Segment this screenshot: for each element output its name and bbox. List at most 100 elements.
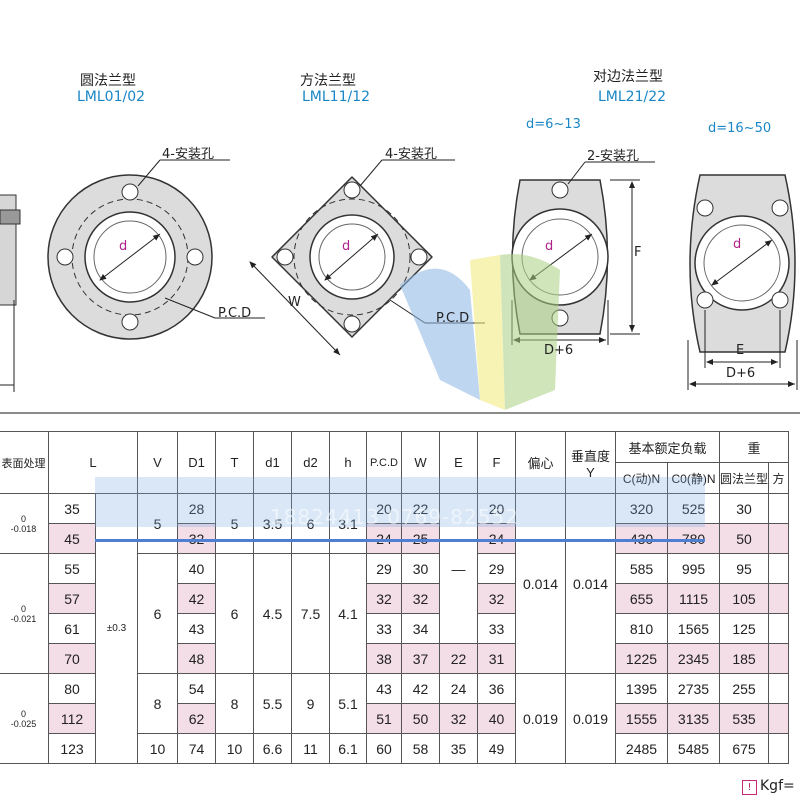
- cell-C0: 2345: [667, 643, 720, 674]
- cell-E: 35: [439, 733, 478, 764]
- opposite-flange-e-label: E: [736, 343, 745, 358]
- unit-text: Kgf=: [760, 778, 795, 794]
- cell-square-wt: [768, 553, 790, 584]
- cell-pcd: 51: [366, 703, 402, 734]
- cell-C: 585: [615, 553, 668, 584]
- cell-d2: 9: [291, 673, 330, 734]
- cell-d1: 5.5: [253, 673, 292, 734]
- cell-pcd: 60: [366, 733, 402, 764]
- header-V: V: [137, 431, 178, 494]
- cell-C0: 5485: [667, 733, 720, 764]
- cell-D1: 43: [177, 613, 216, 644]
- cell-pcd: 32: [366, 583, 402, 614]
- cell-square-wt: [768, 703, 790, 734]
- cell-T: 8: [215, 673, 254, 734]
- header-perp-line2: Y: [586, 464, 595, 480]
- header-h: h: [329, 431, 367, 494]
- cell-d1: 6.6: [253, 733, 292, 764]
- cell-W: 25: [401, 523, 440, 554]
- cell-T: 6: [215, 553, 254, 674]
- cell-pcd: 29: [366, 553, 402, 584]
- cell-E: 32: [439, 703, 478, 734]
- cell-h: 5.1: [329, 673, 367, 734]
- cell-round-wt: 185: [718, 643, 770, 674]
- cell-square-wt: [768, 493, 790, 524]
- cell-C: 320: [615, 493, 668, 524]
- cell-W: 34: [401, 613, 440, 644]
- cell-L: 61: [48, 613, 96, 644]
- cell-d1: 4.5: [253, 553, 292, 674]
- cell-d2: 11: [291, 733, 330, 764]
- section-divider: [0, 412, 800, 414]
- table-row: 0-0.021 55 6 40 6 4.5 7.5 4.1 29 30 29 5…: [0, 553, 790, 674]
- cell-C0: 995: [667, 553, 720, 584]
- tol-1-upper: 0: [20, 513, 26, 524]
- cell-V: 6: [137, 553, 178, 674]
- cell-V: 8: [137, 673, 178, 734]
- cell-ecc: 0.019: [515, 673, 566, 764]
- square-flange-pcd-label: P.C.D: [436, 311, 470, 326]
- cell-C0: 3135: [667, 703, 720, 734]
- table-row: 61 43 33 34 33 810 1565 125: [0, 613, 790, 644]
- cell-W: 50: [401, 703, 440, 734]
- watermark-line: [95, 539, 705, 542]
- cell-F: 32: [477, 583, 516, 614]
- tol-3-lower: -0.025: [10, 718, 37, 729]
- cell-V: 10: [137, 733, 178, 764]
- header-T: T: [215, 431, 254, 494]
- round-flange-pcd-label: P.C.D: [218, 306, 252, 321]
- header-d1: d1: [253, 431, 292, 494]
- table-row: 45 32 24 25 24 430 780 50: [0, 523, 790, 554]
- cell-E: 24: [439, 673, 478, 704]
- header-eccentricity: 偏心: [515, 431, 566, 494]
- cell-C: 1225: [615, 643, 668, 674]
- header-D1: D1: [177, 431, 216, 494]
- cell-h: 4.1: [329, 553, 367, 674]
- cell-E: 22: [439, 643, 478, 674]
- cell-L: 35: [48, 493, 96, 524]
- opposite-flange-type-label: 对边法兰型: [593, 69, 663, 85]
- cell-square-wt: [768, 733, 790, 764]
- round-flange-model-label: LML01/02: [77, 89, 146, 105]
- cell-F: 33: [477, 613, 516, 644]
- cell-C0: 2735: [667, 673, 720, 704]
- cell-F: 31: [477, 643, 516, 674]
- cell-square-wt: [768, 583, 790, 614]
- cell-pcd: 38: [366, 643, 402, 674]
- round-flange-drawing: [47, 159, 265, 340]
- header-pcd: P.C.D: [366, 431, 402, 494]
- tolerance-cell-3: 0-0.025: [0, 673, 49, 764]
- cell-round-wt: 95: [718, 553, 770, 584]
- cell-W: 30: [401, 553, 440, 584]
- table-header-row-1: 表面处理 L V D1 T d1 d2 h P.C.D W E F 偏心 垂直度…: [0, 431, 790, 494]
- cell-D1: 48: [177, 643, 216, 674]
- header-c0-static: C0(静)N: [667, 462, 720, 494]
- cell-round-wt: 255: [718, 673, 770, 704]
- cell-T: 5: [215, 493, 254, 554]
- cell-D1: 40: [177, 553, 216, 584]
- cell-L: 55: [48, 553, 96, 584]
- cell-W: 22: [401, 493, 440, 524]
- cell-C: 1395: [615, 673, 668, 704]
- cell-F: 29: [477, 553, 516, 584]
- square-flange-w-label: W: [288, 295, 301, 310]
- cell-L: 57: [48, 583, 96, 614]
- opposite-flange-d-small: d: [545, 239, 554, 254]
- opposite-flange-f-label: F: [634, 245, 642, 260]
- header-c-dynamic: C(动)N: [615, 462, 668, 494]
- cell-V: 5: [137, 493, 178, 554]
- cell-perp: 0.014: [565, 493, 616, 674]
- cell-D1: 62: [177, 703, 216, 734]
- table-row: 70 48 38 37 22 31 1225 2345 185: [0, 643, 790, 674]
- opposite-flange-d6-small: D+6: [544, 343, 574, 358]
- cell-C0: 525: [667, 493, 720, 524]
- table-row: 0-0.018 35 ±0.3 5 28 5 3.5 6 3.1 20 22 —…: [0, 493, 790, 764]
- cell-pcd: 33: [366, 613, 402, 644]
- cell-round-wt: 535: [718, 703, 770, 734]
- cell-F: 36: [477, 673, 516, 704]
- cell-L: 70: [48, 643, 96, 674]
- cell-C0: 1565: [667, 613, 720, 644]
- opposite-flange-range-large: d=16~50: [708, 121, 772, 136]
- cell-D1: 54: [177, 673, 216, 704]
